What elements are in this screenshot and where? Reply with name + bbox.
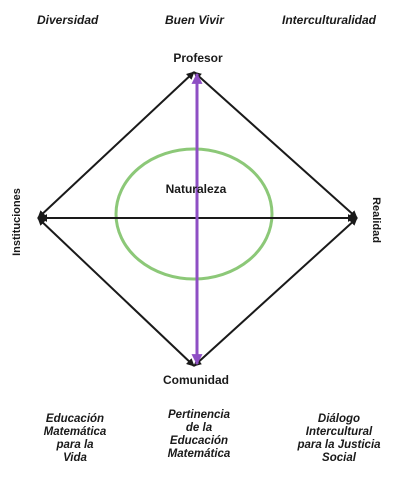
edge-profesor-instituciones — [37, 71, 195, 219]
node-realidad: Realidad — [370, 197, 382, 243]
bottom-theme-line: Social — [322, 452, 356, 464]
bottom-theme-dialogo-intercultural: Diálogo Intercultural para la Justicia S… — [284, 413, 394, 465]
top-theme-interculturalidad: Interculturalidad — [282, 13, 377, 27]
edge-profesor-realidad — [193, 71, 358, 219]
bottom-theme-line: Matemática — [43, 426, 107, 438]
bottom-theme-line: Educación — [45, 413, 105, 425]
bottom-theme-line: Educación — [169, 435, 229, 447]
node-naturaleza: Naturaleza — [166, 182, 227, 196]
bottom-theme-line: Vida — [63, 452, 87, 464]
bottom-theme-educacion-matematica: Educación Matemática para la Vida — [20, 413, 130, 465]
bottom-theme-line: de la — [185, 422, 213, 434]
edge-realidad-comunidad — [193, 217, 358, 367]
bottom-theme-line: Matemática — [167, 448, 231, 460]
node-comunidad: Comunidad — [163, 373, 229, 387]
bottom-theme-pertinencia: Pertinencia de la Educación Matemática — [144, 409, 254, 461]
node-profesor: Profesor — [173, 51, 223, 65]
bottom-theme-line: para la Justicia — [297, 439, 381, 451]
top-theme-buen-vivir: Buen Vivir — [165, 13, 224, 27]
naturaleza-circle — [114, 147, 274, 281]
top-theme-diversidad: Diversidad — [37, 13, 99, 27]
bottom-theme-line: Diálogo — [317, 413, 361, 425]
bottom-theme-line: Intercultural — [305, 426, 373, 438]
edge-instituciones-comunidad — [37, 217, 195, 367]
bottom-theme-line: para la — [56, 439, 94, 451]
node-instituciones: Instituciones — [11, 188, 23, 256]
bottom-theme-line: Pertinencia — [168, 409, 230, 421]
